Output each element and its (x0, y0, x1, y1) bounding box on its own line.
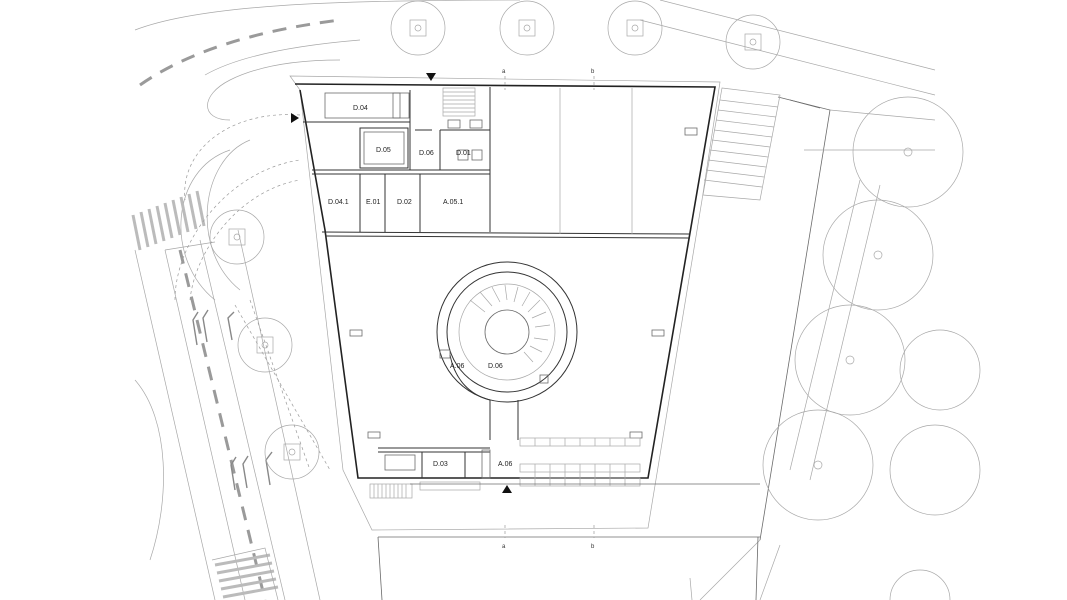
circular-stair-core (436, 261, 578, 440)
tree-street-3 (264, 424, 320, 480)
tree-top-1 (390, 0, 446, 56)
tree-street-1 (209, 209, 265, 265)
tree-right-group (762, 96, 981, 600)
tree-top-2 (499, 0, 555, 56)
tree-top-3 (607, 0, 663, 56)
zebra-crossing-top (131, 190, 206, 251)
section-mark-a-top: a (502, 69, 506, 75)
room-label-a06-left: A.06 (450, 363, 465, 370)
right-stair (702, 87, 781, 201)
entrance-marker-left (291, 113, 299, 123)
tree-street-2 (237, 317, 293, 373)
trees (209, 0, 981, 600)
building (289, 75, 781, 531)
room-label-d02: D.02 (397, 199, 412, 206)
entrance-marker-top (426, 73, 436, 81)
section-mark-b-top: b (591, 69, 595, 75)
seating-rows (419, 437, 641, 491)
bottom-stair (369, 483, 413, 499)
stair-top (442, 87, 476, 117)
room-label-a06-bottom: A.06 (498, 461, 513, 468)
room-label-d01: D.01 (456, 150, 471, 157)
section-mark-a-bottom: a (502, 544, 506, 550)
room-label-d05: D.05 (376, 147, 391, 154)
section-lines (504, 76, 595, 538)
room-label-d04: D.04 (353, 105, 368, 112)
room-label-d06-top: D.06 (419, 150, 434, 157)
room-label-e01: E.01 (366, 199, 381, 206)
site-context (131, 0, 936, 600)
section-mark-b-bottom: b (591, 544, 595, 550)
room-label-d06-center: D.06 (488, 363, 503, 370)
zebra-crossing-bottom (214, 553, 279, 599)
tree-top-4 (725, 14, 781, 70)
room-label-d03: D.03 (433, 461, 448, 468)
entrance-marker-bottom (502, 485, 512, 493)
room-label-d041: D.04.1 (328, 199, 349, 206)
room-label-a051: A.05.1 (443, 199, 463, 206)
